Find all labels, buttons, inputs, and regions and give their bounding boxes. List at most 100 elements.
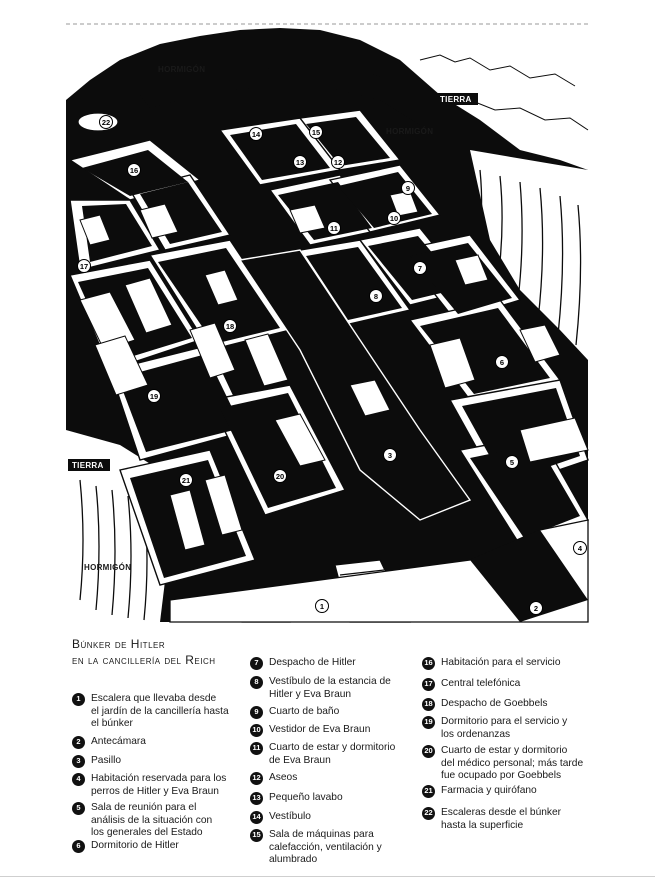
marker-8: 8 [369, 289, 383, 303]
svg-text:4: 4 [578, 544, 583, 553]
legend-badge: 11 [250, 741, 263, 755]
furniture [79, 190, 589, 551]
legend-badge: 12 [250, 771, 263, 785]
right-ribs [477, 169, 582, 346]
right-earth [470, 150, 588, 360]
marker-21: 21 [179, 473, 193, 487]
legend-badge: 6 [72, 839, 85, 853]
legend-item-13: 13 Pequeño lavabo [250, 791, 343, 805]
legend-badge: 17 [422, 677, 435, 691]
legend-badge: 13 [250, 791, 263, 805]
marker-22: 22 [99, 115, 113, 129]
svg-text:1: 1 [320, 602, 324, 611]
svg-text:17: 17 [80, 262, 88, 271]
legend-item-text: Cuarto de baño [269, 706, 340, 717]
legend-item-text: Vestidor de Eva Braun [269, 724, 371, 735]
legend-item-22: 22 Escaleras desde el búnker hasta la sup… [422, 806, 562, 832]
legend-title-line1: Búnker de Hitler [72, 637, 166, 651]
legend-item-text: Despacho de Hitler [269, 657, 356, 668]
marker-17: 17 [77, 259, 91, 273]
svg-text:12: 12 [334, 158, 342, 167]
svg-text:2: 2 [534, 604, 538, 613]
antechamber-floor [470, 530, 588, 622]
svg-text:18: 18 [226, 322, 234, 331]
marker-10: 10 [387, 211, 401, 225]
legend-badge: 22 [422, 806, 435, 820]
legend-badge: 9 [250, 705, 263, 719]
legend-item-16: 16 Habitación para el servicio [422, 656, 561, 670]
label-hormigon-left: HORMIGÓN [84, 563, 131, 572]
legend-title-line2: en la cancillería del Reich [72, 653, 216, 667]
legend-item-14: 14 Vestíbulo [250, 810, 311, 824]
legend-item-1: 1 Escalera que llevaba desde el jardín de… [72, 692, 229, 731]
legend-item-18: 18 Despacho de Goebbels [422, 697, 548, 711]
legend-badge: 15 [250, 828, 263, 842]
legend-item-20: 20 Cuarto de estar y dormitorio del médic… [422, 744, 584, 783]
marker-6: 6 [495, 355, 509, 369]
marker-2: 2 [529, 601, 543, 615]
svg-text:5: 5 [510, 458, 514, 467]
legend-item-text: Pequeño lavabo [269, 792, 343, 803]
marker-11: 11 [327, 221, 341, 235]
label-tierra-left: TIERRA [72, 461, 104, 470]
legend-badge: 18 [422, 697, 435, 711]
legend-badge: 14 [250, 810, 263, 824]
room-markers: 1 2 3 4 5 6 7 8 9 10 11 12 13 14 15 16 1… [77, 115, 587, 615]
legend-item-15: 15 Sala de máquinas para calefacción, ven… [250, 828, 382, 867]
svg-text:13: 13 [296, 158, 304, 167]
legend-item-text: Dormitorio de Hitler [91, 840, 179, 851]
concrete-strata [66, 24, 588, 170]
legend-item-text: Vestíbulo [269, 811, 311, 822]
legend-item-text: Cuarto de estar y dormitorio del médico … [441, 745, 584, 781]
svg-text:20: 20 [276, 472, 284, 481]
rock-texture [419, 54, 589, 131]
legend-item-text: Central telefónica [441, 678, 521, 689]
svg-text:22: 22 [102, 118, 110, 127]
svg-text:11: 11 [330, 224, 338, 233]
label-tierra-right: TIERRA [440, 95, 472, 104]
legend-badge: 2 [72, 735, 85, 749]
svg-text:16: 16 [130, 166, 138, 175]
svg-text:19: 19 [150, 392, 158, 401]
legend-item-text: Farmacia y quirófano [441, 785, 537, 796]
marker-1: 1 [315, 599, 329, 613]
marker-15: 15 [309, 125, 323, 139]
bottom-rule [0, 876, 655, 877]
legend-badge: 20 [422, 744, 435, 758]
legend-item-text: Sala de máquinas para calefacción, venti… [269, 829, 382, 865]
legend-item-text: Despacho de Goebbels [441, 698, 548, 709]
legend-badge: 19 [422, 715, 435, 729]
legend-item-8: 8 Vestíbulo de la estancia de Hitler y Ev… [250, 675, 391, 701]
marker-13: 13 [293, 155, 307, 169]
marker-3: 3 [383, 448, 397, 462]
legend-item-17: 17 Central telefónica [422, 677, 521, 691]
marker-9: 9 [401, 181, 415, 195]
legend-item-text: Escaleras desde el búnker hasta la super… [441, 807, 562, 831]
legend-item-text: Habitación para el servicio [441, 657, 561, 668]
svg-text:10: 10 [390, 214, 398, 223]
legend-item-text: Escalera que llevaba desde el jardín de … [91, 693, 229, 729]
legend-badge: 1 [72, 692, 85, 706]
svg-text:3: 3 [388, 451, 392, 460]
legend-badge: 16 [422, 656, 435, 670]
svg-text:9: 9 [406, 184, 410, 193]
legend-badge: 8 [250, 675, 263, 689]
svg-text:6: 6 [500, 358, 504, 367]
svg-text:7: 7 [418, 264, 422, 273]
legend-item-text: Vestíbulo de la estancia de Hitler y Eva… [269, 676, 391, 700]
marker-12: 12 [331, 155, 345, 169]
legend-item-text: Aseos [269, 772, 298, 783]
legend-badge: 3 [72, 754, 85, 768]
legend-item-12: 12 Aseos [250, 771, 298, 785]
legend-badge: 5 [72, 801, 85, 815]
legend-item-9: 9 Cuarto de baño [250, 705, 340, 719]
legend-badge: 4 [72, 772, 85, 786]
